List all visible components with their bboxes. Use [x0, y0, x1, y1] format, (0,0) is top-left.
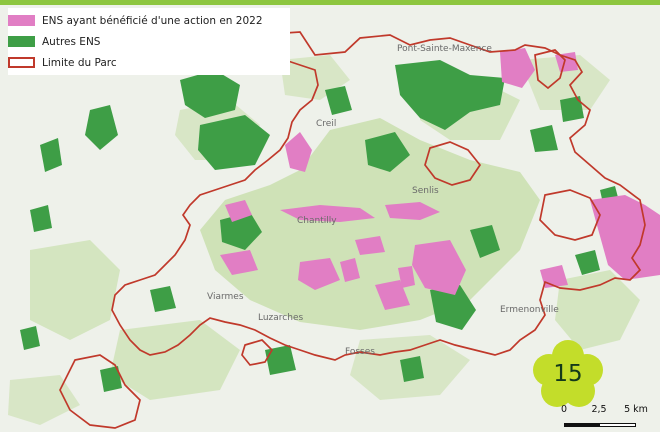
park-limit-enclave-north	[534, 49, 566, 90]
top-band	[0, 0, 660, 5]
place-label: Luzarches	[258, 313, 304, 323]
pink-swatch-icon	[8, 15, 35, 26]
place-label: Viarmes	[207, 292, 244, 302]
place-label: Senlis	[412, 186, 439, 196]
park-limit-enclave-west	[241, 339, 274, 366]
other-ens-areas	[20, 60, 620, 392]
park-limit-south-lobe	[59, 354, 141, 429]
legend-item: Limite du Parc	[8, 52, 290, 73]
scale-label: 0	[560, 404, 568, 415]
red-outline-swatch-icon	[8, 57, 35, 68]
legend-label: ENS ayant bénéficié d'une action en 2022	[42, 14, 263, 27]
place-label: Chantilly	[297, 216, 337, 226]
legend-item: Autres ENS	[8, 31, 290, 52]
legend-label: Limite du Parc	[42, 56, 117, 69]
green-swatch-icon	[8, 36, 35, 47]
scale-segment-light	[599, 423, 636, 427]
page-badge: 15	[532, 340, 604, 408]
scale-bar: 0 2,5 5 km	[552, 404, 660, 432]
scale-segment-dark	[564, 423, 599, 427]
place-label: Creil	[316, 119, 337, 129]
flower-badge-icon	[533, 340, 603, 407]
scale-label: 2,5	[591, 404, 607, 415]
park-limit-outline	[111, 16, 646, 361]
scale-label: 5 km	[624, 404, 648, 415]
place-label: Ermenonville	[500, 305, 559, 315]
place-label: Pont-Sainte-Maxence	[397, 44, 492, 54]
map-legend: ENS ayant bénéficié d'une action en 2022…	[8, 8, 290, 75]
park-limit-enclave-east	[539, 189, 601, 241]
legend-label: Autres ENS	[42, 35, 101, 48]
legend-item: ENS ayant bénéficié d'une action en 2022	[8, 10, 290, 31]
place-label: Fosses	[345, 347, 375, 357]
park-limit-enclave-senlis	[424, 141, 482, 186]
page-number: 15	[553, 361, 583, 387]
